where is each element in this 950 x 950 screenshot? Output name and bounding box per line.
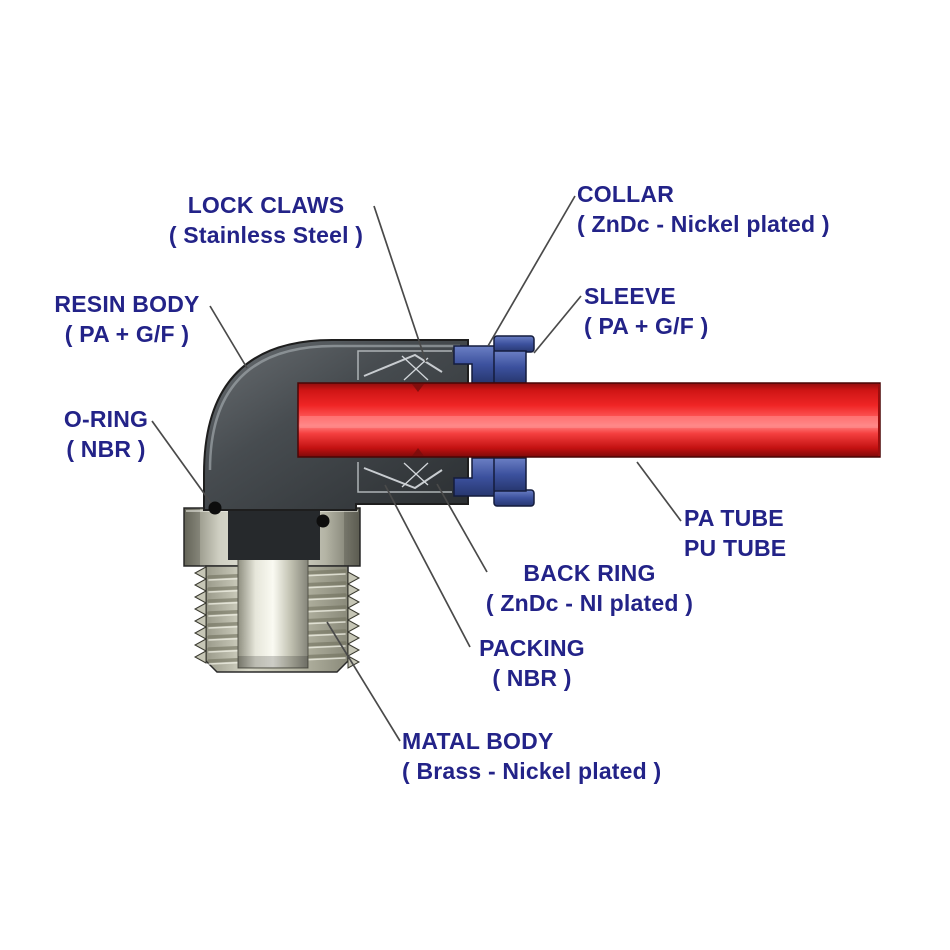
label-packing: PACKING ( NBR ) — [462, 633, 602, 693]
label-packing-title: PACKING — [479, 635, 585, 661]
label-metal-body-material: ( Brass - Nickel plated ) — [402, 758, 662, 784]
leader-lines — [151, 195, 682, 742]
leader-lock-claws — [373, 205, 427, 363]
leader-o-ring — [151, 420, 212, 504]
label-metal-body: MATAL BODY ( Brass - Nickel plated ) — [402, 726, 661, 786]
label-resin-body-material: ( PA + G/F ) — [64, 321, 190, 347]
label-resin-body: RESIN BODY ( PA + G/F ) — [38, 289, 216, 349]
leader-tube — [636, 461, 682, 522]
leader-resin-body — [209, 305, 248, 369]
label-packing-material: ( NBR ) — [492, 665, 572, 691]
label-lock-claws-title: LOCK CLAWS — [187, 192, 345, 218]
lock-claws-graphic — [357, 350, 452, 493]
label-back-ring-material: ( ZnDc - NI plated ) — [485, 590, 694, 616]
label-sleeve: SLEEVE ( PA + G/F ) — [584, 281, 708, 341]
sleeve-graphic — [493, 335, 535, 507]
label-lock-claws-material: ( Stainless Steel ) — [168, 222, 364, 248]
tube-graphic — [297, 382, 881, 458]
label-o-ring-material: ( NBR ) — [66, 436, 146, 462]
label-lock-claws: LOCK CLAWS ( Stainless Steel ) — [152, 190, 380, 250]
label-tube-line2: PU TUBE — [684, 535, 787, 561]
label-sleeve-material: ( PA + G/F ) — [584, 313, 709, 339]
label-sleeve-title: SLEEVE — [584, 283, 676, 309]
label-resin-body-title: RESIN BODY — [54, 291, 200, 317]
collar-graphic — [453, 345, 501, 497]
leader-sleeve — [533, 295, 582, 354]
leader-back-ring — [436, 483, 488, 573]
label-back-ring: BACK RING ( ZnDc - NI plated ) — [462, 558, 717, 618]
label-o-ring: O-RING ( NBR ) — [52, 404, 160, 464]
o-ring-graphic — [208, 501, 330, 528]
label-collar-title: COLLAR — [577, 181, 675, 207]
label-collar-material: ( ZnDc - Nickel plated ) — [577, 211, 830, 237]
label-tube-line1: PA TUBE — [684, 505, 784, 531]
leader-packing — [384, 484, 471, 648]
label-tube: PA TUBE PU TUBE — [684, 503, 786, 563]
leader-collar — [487, 195, 576, 347]
label-collar: COLLAR ( ZnDc - Nickel plated ) — [577, 179, 830, 239]
label-o-ring-title: O-RING — [63, 406, 149, 432]
label-back-ring-title: BACK RING — [523, 560, 656, 586]
leader-metal-body — [326, 621, 401, 742]
metal-body-thread-graphic — [193, 506, 361, 673]
label-metal-body-title: MATAL BODY — [402, 728, 554, 754]
